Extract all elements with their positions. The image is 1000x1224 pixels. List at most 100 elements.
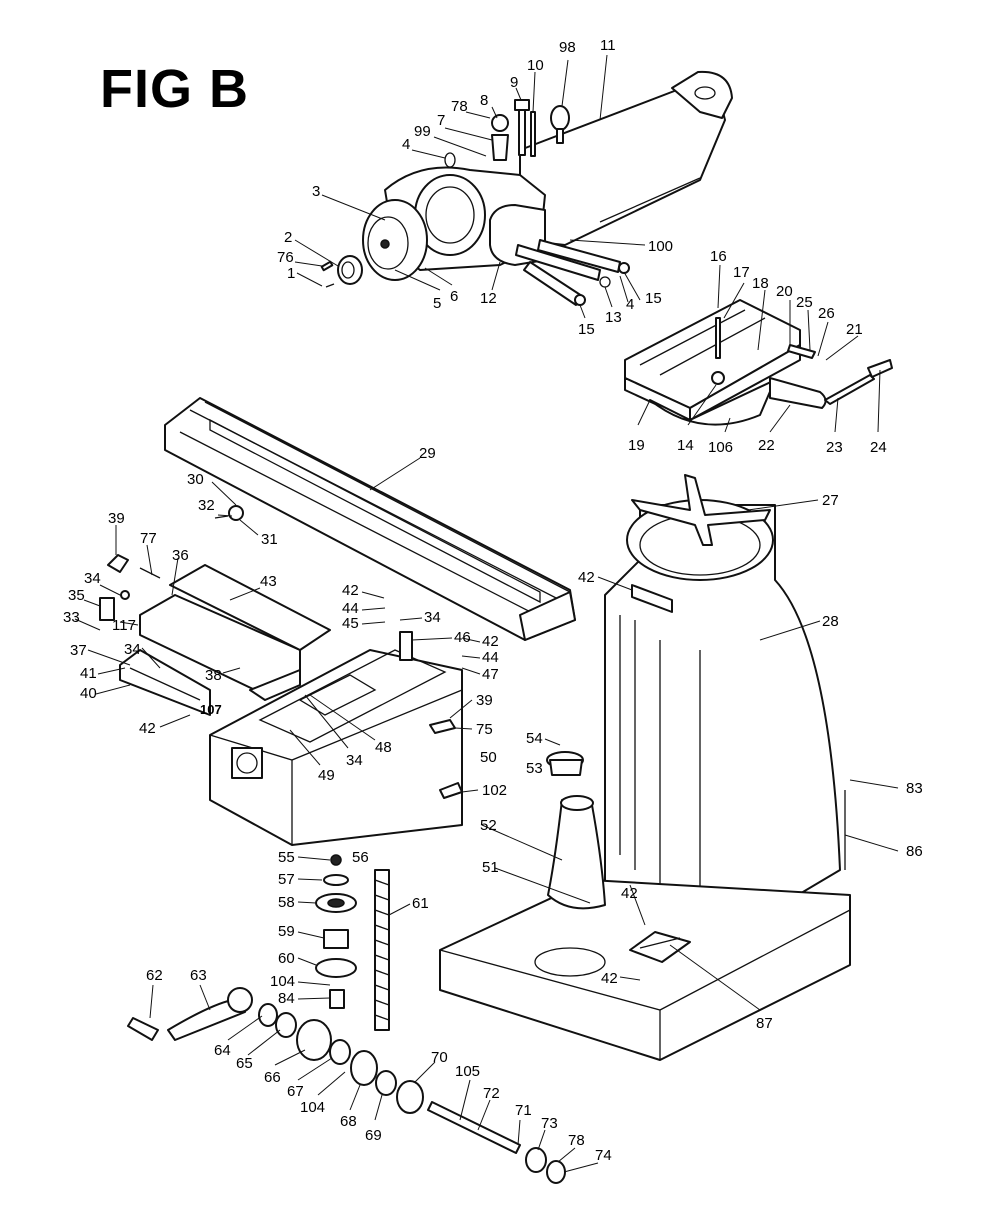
callout-39: 39 (108, 510, 125, 527)
callout-100: 100 (648, 238, 673, 255)
callout-15: 15 (645, 290, 662, 307)
work-table (164, 397, 576, 641)
callout-52: 52 (480, 817, 497, 834)
callout-21: 21 (846, 321, 863, 338)
callout-34b: 34 (124, 641, 141, 658)
callout-3: 3 (312, 183, 320, 200)
callout-40: 40 (80, 685, 97, 702)
callout-78: 78 (451, 98, 468, 115)
callout-84: 84 (278, 990, 295, 1007)
callout-75: 75 (476, 721, 493, 738)
callout-46: 46 (454, 629, 471, 646)
callout-14: 14 (677, 437, 694, 454)
callout-23: 23 (826, 439, 843, 456)
callout-48: 48 (375, 739, 392, 756)
callout-17: 17 (733, 264, 750, 281)
callout-71: 71 (515, 1102, 532, 1119)
callout-29: 29 (419, 445, 436, 462)
callout-44: 44 (342, 600, 359, 617)
callout-33: 33 (63, 609, 80, 626)
callout-99: 99 (414, 123, 431, 140)
leader-lines (74, 54, 899, 1173)
callout-102: 102 (482, 782, 507, 799)
callout-67: 67 (287, 1083, 304, 1100)
elevating-screw-assembly (315, 854, 390, 1031)
callout-2: 2 (284, 229, 292, 246)
callout-35: 35 (68, 587, 85, 604)
callout-49: 49 (318, 767, 335, 784)
callout-41: 41 (80, 665, 97, 682)
callout-78b: 78 (568, 1132, 585, 1149)
callout-54: 54 (526, 730, 543, 747)
callout-74: 74 (595, 1147, 612, 1164)
callout-45: 45 (342, 615, 359, 632)
callout-37: 37 (70, 642, 87, 659)
adapter-assembly (624, 299, 893, 426)
callout-6: 6 (450, 288, 458, 305)
callout-9: 9 (510, 74, 518, 91)
callout-42: 42 (139, 720, 156, 737)
ram-assembly (320, 70, 733, 306)
callout-70: 70 (431, 1049, 448, 1066)
callout-28: 28 (822, 613, 839, 630)
crank-shaft-assembly (127, 987, 566, 1184)
callout-77: 77 (140, 530, 157, 547)
callout-65: 65 (236, 1055, 253, 1072)
callout-42f: 42 (601, 970, 618, 987)
callout-42c: 42 (482, 633, 499, 650)
callout-labels: 98 11 10 9 8 78 7 99 4 3 2 76 1 5 6 12 1… (63, 37, 923, 1164)
callout-104: 104 (270, 973, 295, 990)
callout-73: 73 (541, 1115, 558, 1132)
callout-16: 16 (710, 248, 727, 265)
callout-107: 107 (200, 702, 222, 717)
callout-24: 24 (870, 439, 887, 456)
callout-47: 47 (482, 666, 499, 683)
callout-26: 26 (818, 305, 835, 322)
callout-76: 76 (277, 249, 294, 266)
callout-11: 11 (600, 37, 616, 54)
callout-57: 57 (278, 871, 295, 888)
callout-117: 117 (112, 617, 136, 634)
callout-60: 60 (278, 950, 295, 967)
column (439, 474, 851, 1061)
callout-39b: 39 (476, 692, 493, 709)
callout-86: 86 (906, 843, 923, 860)
callout-32: 32 (198, 497, 215, 514)
figure-title: FIG B (100, 59, 249, 119)
callout-19: 19 (628, 437, 645, 454)
callout-30: 30 (187, 471, 204, 488)
callout-64: 64 (214, 1042, 231, 1059)
callout-4: 4 (402, 136, 410, 153)
callout-4b: 4 (626, 296, 634, 313)
callout-106: 106 (708, 439, 733, 456)
callout-44b: 44 (482, 649, 499, 666)
callout-38: 38 (205, 667, 222, 684)
callout-53: 53 (526, 760, 543, 777)
callout-18: 18 (752, 275, 769, 292)
callout-15b: 15 (578, 321, 595, 338)
callout-104b: 104 (300, 1099, 325, 1116)
callout-69: 69 (365, 1127, 382, 1144)
callout-31: 31 (261, 531, 278, 548)
callout-5: 5 (433, 295, 441, 312)
callout-105: 105 (455, 1063, 480, 1080)
callout-12: 12 (480, 290, 497, 307)
saddle-assembly (99, 554, 331, 716)
callout-56: 56 (352, 849, 369, 866)
callout-68: 68 (340, 1113, 357, 1130)
callout-34d: 34 (346, 752, 363, 769)
callout-10: 10 (527, 57, 544, 74)
callout-58: 58 (278, 894, 295, 911)
callout-20: 20 (776, 283, 793, 300)
callout-50: 50 (480, 749, 497, 766)
callout-66: 66 (264, 1069, 281, 1086)
callout-83: 83 (906, 780, 923, 797)
callout-87: 87 (756, 1015, 773, 1032)
callout-25: 25 (796, 294, 813, 311)
callout-42b: 42 (342, 582, 359, 599)
callout-1: 1 (287, 265, 295, 282)
callout-22: 22 (758, 437, 775, 454)
callout-51: 51 (482, 859, 499, 876)
callout-62: 62 (146, 967, 163, 984)
